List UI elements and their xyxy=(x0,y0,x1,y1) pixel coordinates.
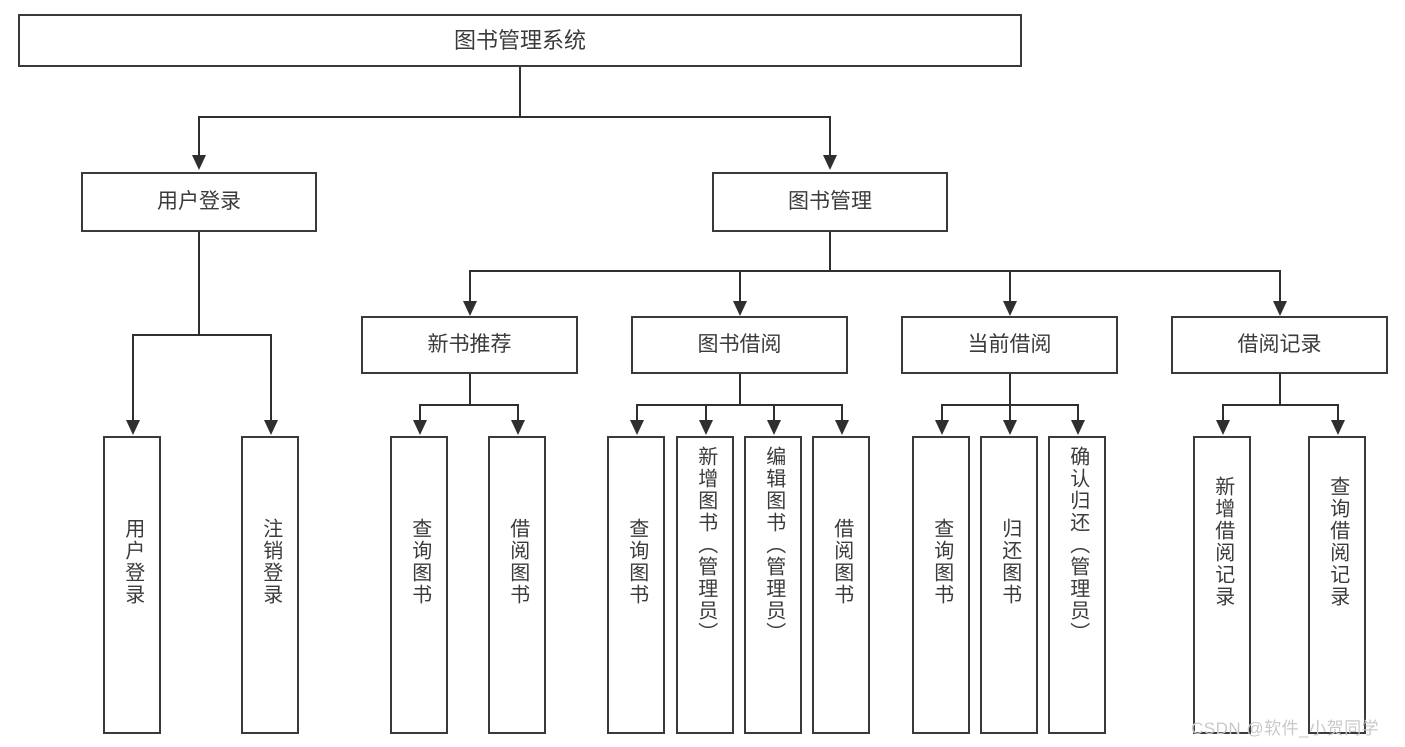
connector-drop-book-borrow xyxy=(739,270,741,303)
connector-drop-bb-leaf4 xyxy=(841,404,843,424)
leaf-br-add-record[interactable]: 新增借阅记录 xyxy=(1193,436,1251,734)
leaf-label: 注销登录 xyxy=(259,518,282,606)
connector-drop-new-book xyxy=(469,270,471,303)
connector-new-book-stem xyxy=(469,374,471,405)
leaf-bb-borrow-book[interactable]: 借阅图书 xyxy=(812,436,870,734)
connector-root-stem xyxy=(519,67,521,117)
arrowhead-nb-leaf2 xyxy=(511,420,525,435)
node-label: 当前借阅 xyxy=(967,332,1052,356)
node-new-book-recommend[interactable]: 新书推荐 xyxy=(361,316,578,374)
connector-borrow-record-bus xyxy=(1222,404,1339,406)
arrowhead-nb-leaf1 xyxy=(413,420,427,435)
connector-drop-bb-leaf2 xyxy=(705,404,707,424)
leaf-cb-query-book[interactable]: 查询图书 xyxy=(912,436,970,734)
leaf-label: 新增借阅记录 xyxy=(1211,476,1234,608)
node-user-login[interactable]: 用户登录 xyxy=(81,172,317,232)
leaf-label: 查询借阅记录 xyxy=(1326,476,1349,608)
connector-book-manage-stem xyxy=(829,232,831,271)
arrowhead-bb-leaf2 xyxy=(699,420,713,435)
leaf-label: 归还图书 xyxy=(998,518,1021,606)
arrowhead-borrow-record xyxy=(1273,301,1287,316)
watermark-text: CSDN @软件_小贺同学 xyxy=(1191,719,1380,738)
connector-drop-br-leaf2 xyxy=(1337,404,1339,424)
connector-level2-bus xyxy=(198,116,831,118)
connector-drop-book-manage xyxy=(829,116,831,157)
leaf-label: 借阅图书 xyxy=(830,518,853,606)
arrowhead-book-manage xyxy=(823,155,837,170)
connector-drop-cb-leaf2 xyxy=(1009,404,1011,424)
leaf-label: 用户登录 xyxy=(121,518,144,606)
connector-drop-cb-leaf3 xyxy=(1077,404,1079,424)
arrowhead-user-login xyxy=(192,155,206,170)
arrowhead-cb-leaf1 xyxy=(935,420,949,435)
connector-level3-bus xyxy=(469,270,1279,272)
leaf-user-login[interactable]: 用户登录 xyxy=(103,436,161,734)
connector-borrow-record-stem xyxy=(1279,374,1281,405)
connector-book-borrow-bus xyxy=(636,404,842,406)
connector-drop-cb-leaf1 xyxy=(941,404,943,424)
leaf-cb-confirm-return-admin[interactable]: 确认归还（管理员） xyxy=(1048,436,1106,734)
leaf-bb-query-book[interactable]: 查询图书 xyxy=(607,436,665,734)
node-current-borrow[interactable]: 当前借阅 xyxy=(901,316,1118,374)
arrowhead-bb-leaf4 xyxy=(835,420,849,435)
connector-drop-bb-leaf3 xyxy=(773,404,775,424)
leaf-label: 查询图书 xyxy=(930,518,953,606)
connector-drop-leaf-user-login xyxy=(132,334,134,422)
connector-drop-nb-leaf2 xyxy=(517,404,519,424)
leaf-label: 查询图书 xyxy=(408,518,431,606)
leaf-logout[interactable]: 注销登录 xyxy=(241,436,299,734)
leaf-label: 新增图书（管理员） xyxy=(694,446,717,644)
leaf-bb-edit-book-admin[interactable]: 编辑图书（管理员） xyxy=(744,436,802,734)
leaf-label: 编辑图书（管理员） xyxy=(762,446,785,644)
connector-drop-bb-leaf1 xyxy=(636,404,638,424)
connector-current-borrow-stem xyxy=(1009,374,1011,405)
leaf-nb-query-book[interactable]: 查询图书 xyxy=(390,436,448,734)
node-root-system[interactable]: 图书管理系统 xyxy=(18,14,1022,67)
arrowhead-new-book xyxy=(463,301,477,316)
arrowhead-cb-leaf2 xyxy=(1003,420,1017,435)
node-borrow-record[interactable]: 借阅记录 xyxy=(1171,316,1388,374)
arrowhead-book-borrow xyxy=(733,301,747,316)
connector-drop-leaf-logout xyxy=(270,334,272,422)
leaf-bb-add-book-admin[interactable]: 新增图书（管理员） xyxy=(676,436,734,734)
node-label: 图书管理系统 xyxy=(453,27,586,53)
node-label: 新书推荐 xyxy=(427,332,512,356)
leaf-nb-borrow-book[interactable]: 借阅图书 xyxy=(488,436,546,734)
connector-drop-borrow-record xyxy=(1279,270,1281,303)
arrowhead-current-borrow xyxy=(1003,301,1017,316)
arrowhead-leaf-logout xyxy=(264,420,278,435)
leaf-label: 查询图书 xyxy=(625,518,648,606)
leaf-label: 借阅图书 xyxy=(506,518,529,606)
arrowhead-cb-leaf3 xyxy=(1071,420,1085,435)
arrowhead-bb-leaf3 xyxy=(767,420,781,435)
connector-drop-br-leaf1 xyxy=(1222,404,1224,424)
node-label: 用户登录 xyxy=(157,189,241,213)
node-label: 图书管理 xyxy=(788,189,872,213)
node-label: 借阅记录 xyxy=(1237,332,1322,356)
connector-drop-user-login xyxy=(198,116,200,157)
leaf-label: 确认归还（管理员） xyxy=(1066,446,1089,644)
connector-book-borrow-stem xyxy=(739,374,741,405)
connector-drop-current-borrow xyxy=(1009,270,1011,303)
arrowhead-bb-leaf1 xyxy=(630,420,644,435)
node-book-borrow[interactable]: 图书借阅 xyxy=(631,316,848,374)
arrowhead-br-leaf1 xyxy=(1216,420,1230,435)
node-label: 图书借阅 xyxy=(697,332,782,356)
arrowhead-br-leaf2 xyxy=(1331,420,1345,435)
node-book-manage[interactable]: 图书管理 xyxy=(712,172,948,232)
connector-new-book-bus xyxy=(419,404,519,406)
leaf-cb-return-book[interactable]: 归还图书 xyxy=(980,436,1038,734)
arrowhead-leaf-user-login xyxy=(126,420,140,435)
connector-user-login-stem xyxy=(198,232,200,335)
leaf-br-query-record[interactable]: 查询借阅记录 xyxy=(1308,436,1366,734)
connector-drop-nb-leaf1 xyxy=(419,404,421,424)
connector-user-login-bus xyxy=(132,334,272,336)
